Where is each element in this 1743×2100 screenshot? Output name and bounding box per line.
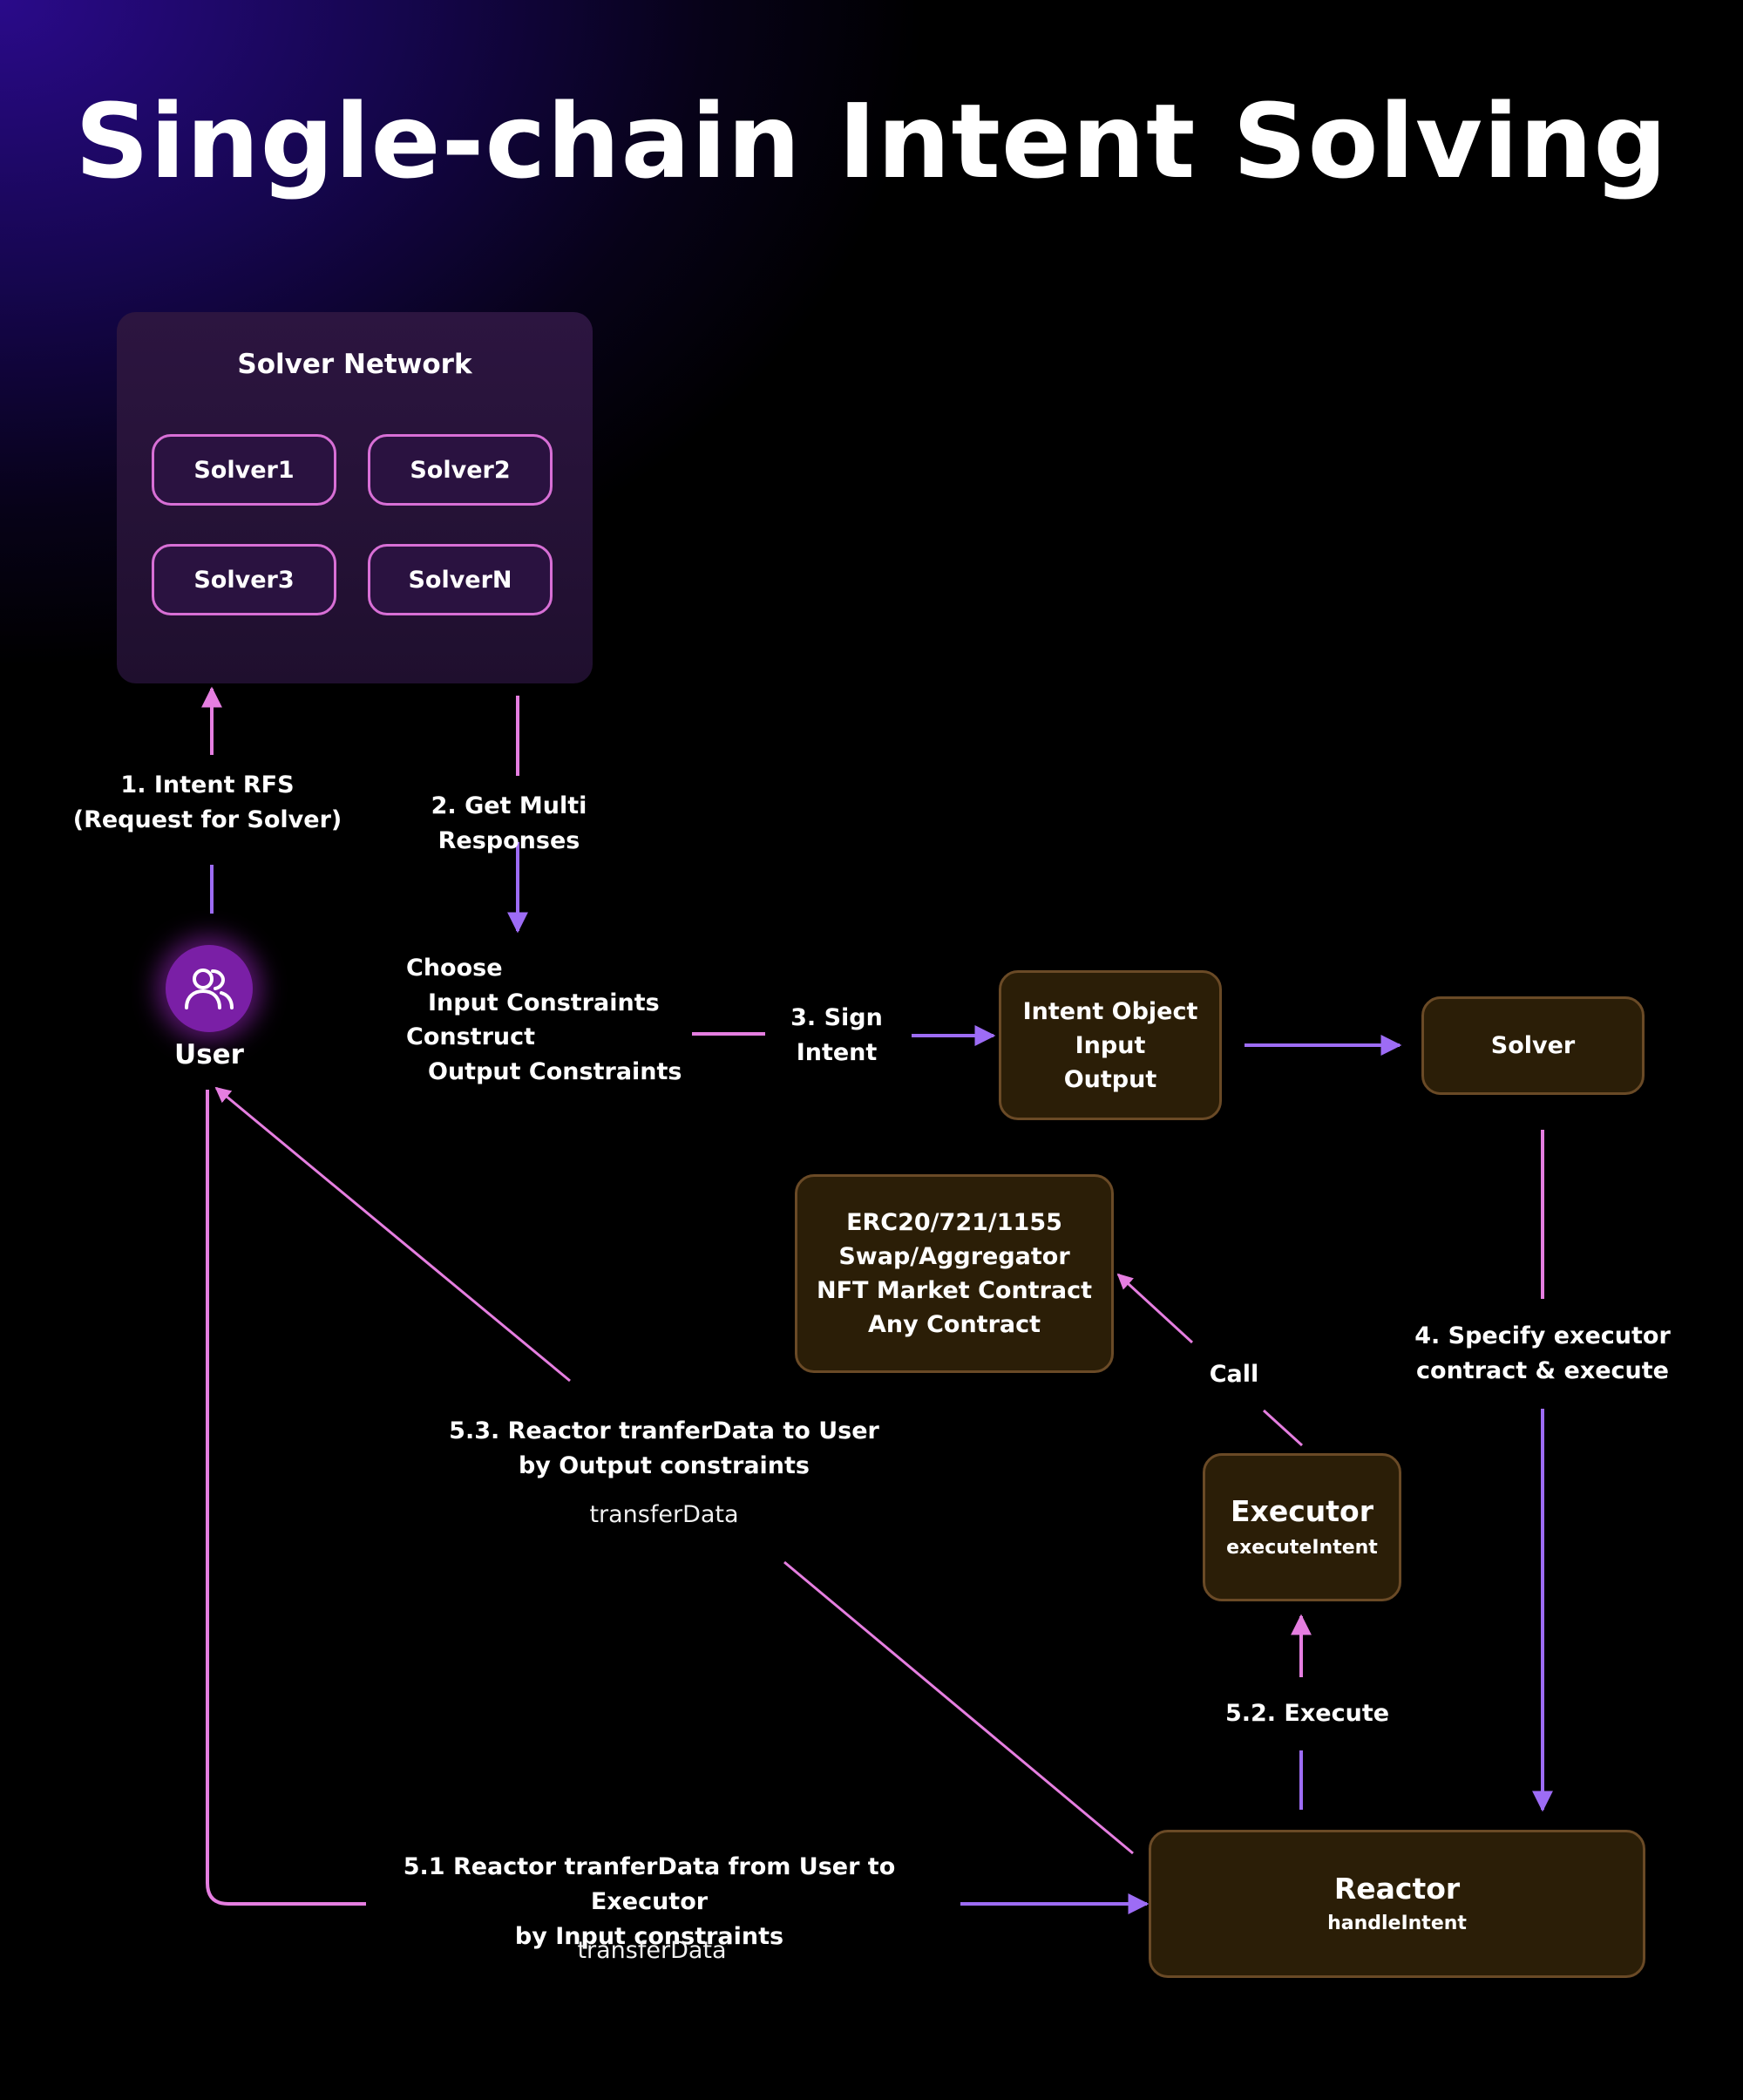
intent-object-box: Intent Object Input Output bbox=[999, 970, 1222, 1120]
contracts-box: ERC20/721/1155 Swap/Aggregator NFT Marke… bbox=[795, 1174, 1114, 1373]
contract-erc-label: ERC20/721/1155 bbox=[846, 1209, 1062, 1236]
executor-title: Executor bbox=[1231, 1494, 1373, 1528]
solver-chip-n: SolverN bbox=[368, 544, 553, 615]
page-title: Single-chain Intent Solving bbox=[75, 81, 1668, 201]
arrow-transfer-to-user bbox=[214, 1086, 571, 1383]
label-transfer-from-user-line2: by Input constraints bbox=[514, 1923, 784, 1950]
solver-box-label: Solver bbox=[1490, 1032, 1576, 1059]
choose-label: Choose bbox=[406, 955, 503, 982]
label-specify-executor: 4. Specify executor contract & execute bbox=[1412, 1319, 1673, 1389]
reactor-box: Reactor handleIntent bbox=[1149, 1830, 1645, 1978]
label-transfer-from-user-fn: transferData bbox=[577, 1937, 727, 1964]
users-icon bbox=[185, 968, 234, 1009]
input-constraints-label: Input Constraints bbox=[428, 989, 660, 1016]
intent-object-title: Intent Object bbox=[1022, 997, 1198, 1025]
label-intent-rfs-line2: (Request for Solver) bbox=[72, 806, 342, 833]
label-sign-intent-line1: 3. Sign bbox=[790, 1004, 883, 1031]
connector-transfer-user-lower bbox=[783, 1560, 1134, 1855]
contract-swap-label: Swap/Aggregator bbox=[838, 1243, 1070, 1270]
label-call: Call bbox=[1209, 1361, 1259, 1388]
solver-box: Solver bbox=[1421, 996, 1645, 1095]
label-transfer-to-user-line2: by Output constraints bbox=[518, 1452, 810, 1479]
arrow-call bbox=[1116, 1273, 1194, 1344]
contract-nft-label: NFT Market Contract bbox=[816, 1277, 1093, 1304]
executor-box: Executor executeIntent bbox=[1203, 1453, 1401, 1601]
output-constraints-label: Output Constraints bbox=[428, 1057, 682, 1085]
label-transfer-to-user: 5.3. Reactor tranferData to User by Outp… bbox=[446, 1414, 882, 1484]
intent-object-input: Input bbox=[1075, 1031, 1146, 1059]
label-execute: 5.2. Execute bbox=[1224, 1700, 1390, 1727]
label-get-multi: 2. Get Multi Responses bbox=[431, 792, 587, 854]
label-specify-executor-line2: contract & execute bbox=[1416, 1357, 1669, 1384]
label-specify-executor-line1: 4. Specify executor bbox=[1414, 1322, 1671, 1349]
label-transfer-from-user-line1: 5.1 Reactor tranferData from User to Exe… bbox=[403, 1853, 896, 1915]
label-transfer-from-user: 5.1 Reactor tranferData from User to Exe… bbox=[349, 1850, 950, 1954]
intent-object-output: Output bbox=[1063, 1065, 1157, 1093]
label-transfer-to-user-line1: 5.3. Reactor tranferData to User bbox=[449, 1417, 879, 1444]
label-sign-intent-line2: Intent bbox=[796, 1039, 878, 1066]
label-intent-rfs-line1: 1. Intent RFS bbox=[120, 771, 295, 799]
contract-any-label: Any Contract bbox=[867, 1311, 1041, 1338]
solver-chip-3: Solver3 bbox=[152, 544, 336, 615]
label-transfer-to-user-fn: transferData bbox=[589, 1501, 739, 1528]
connector-transfer-from-user bbox=[206, 1090, 366, 1906]
reactor-fn: handleIntent bbox=[1327, 1913, 1467, 1934]
connector-call-lower bbox=[1262, 1409, 1304, 1447]
executor-fn: executeIntent bbox=[1226, 1537, 1378, 1559]
solver-chip-1: Solver1 bbox=[152, 434, 336, 506]
reactor-title: Reactor bbox=[1333, 1872, 1461, 1906]
user-label: User bbox=[174, 1039, 244, 1070]
user-avatar bbox=[166, 945, 253, 1032]
label-intent-rfs: 1. Intent RFS (Request for Solver) bbox=[70, 768, 345, 838]
solver-chip-2: Solver2 bbox=[368, 434, 553, 506]
choose-construct-text: Choose Input Constraints Construct Outpu… bbox=[406, 951, 682, 1089]
solver-network-title: Solver Network bbox=[237, 349, 472, 380]
label-sign-intent: 3. Sign Intent bbox=[767, 1001, 906, 1070]
construct-label: Construct bbox=[406, 1023, 536, 1050]
